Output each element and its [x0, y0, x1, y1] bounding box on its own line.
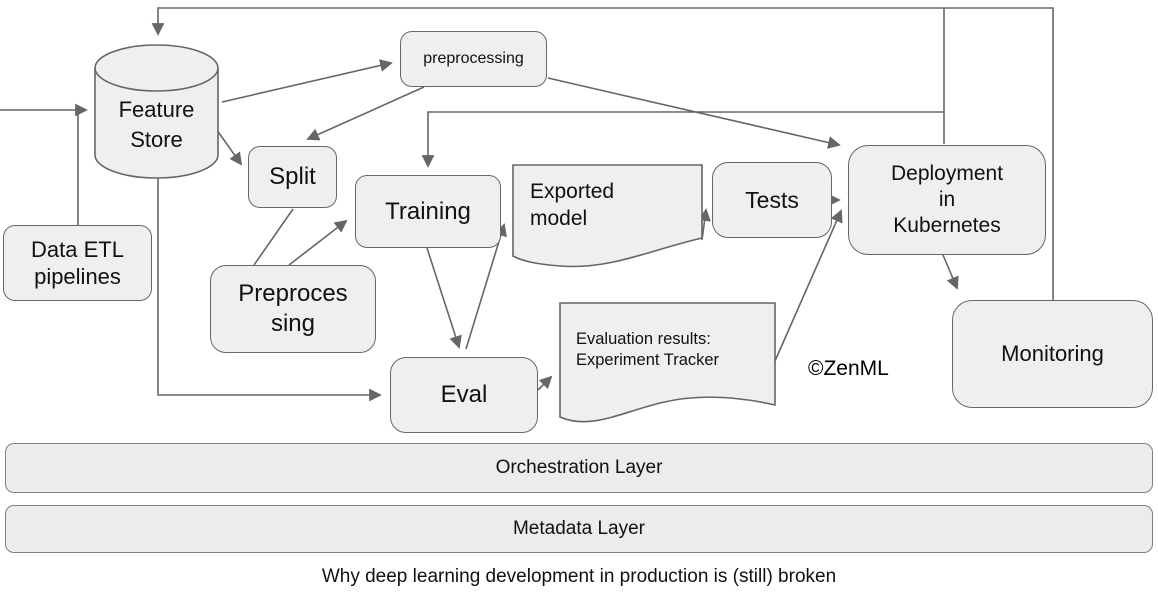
- node-split: Split: [248, 146, 337, 208]
- edge-eval-to-exported-model: [465, 223, 507, 350]
- node-preprocessing: preprocessing: [400, 31, 547, 87]
- edge-eval-results-to-deployment: [774, 209, 843, 362]
- edge-feature-store-to-eval: [157, 178, 382, 402]
- orchestration-layer-bar: Orchestration Layer: [5, 443, 1153, 493]
- node-monitoring: Monitoring: [952, 300, 1153, 408]
- node-monitoring-label: Monitoring: [1001, 341, 1104, 367]
- edge-training-to-eval: [426, 247, 462, 349]
- node-tests: Tests: [712, 162, 832, 238]
- node-eval-results-label: Evaluation results: Experiment Tracker: [576, 330, 720, 370]
- node-feature-store-label: Feature Store: [118, 97, 195, 152]
- orchestration-layer-label: Orchestration Layer: [495, 457, 663, 479]
- eval-results-doc-shape: [559, 302, 776, 423]
- metadata-layer-bar: Metadata Layer: [5, 505, 1153, 553]
- node-preprocessing-big-label: Preproces sing: [238, 280, 348, 337]
- diagram-caption: Why deep learning development in product…: [321, 566, 837, 587]
- edge-split-to-preprocessing-big: [253, 208, 294, 266]
- edge-preprocessing-to-deployment: [547, 77, 841, 149]
- node-tests-label: Tests: [745, 186, 799, 213]
- node-eval: Eval: [390, 357, 538, 433]
- edge-deployment-to-monitoring: [942, 254, 959, 290]
- node-training-label: Training: [385, 197, 471, 225]
- node-eval-label: Eval: [440, 381, 488, 408]
- node-split-label: Split: [269, 163, 316, 190]
- node-data-etl-pipelines-label: Data ETL pipelines: [31, 236, 124, 290]
- edge-preprocessing-to-split: [306, 86, 425, 141]
- node-training: Training: [355, 175, 501, 248]
- node-deployment-label: Deployment in Kubernetes: [890, 161, 1004, 238]
- edge-monitoring-to-feature-store: [151, 7, 1054, 300]
- node-data-etl-pipelines: Data ETL pipelines: [3, 225, 152, 301]
- edge-preprocessing-big-to-training: [288, 219, 348, 266]
- metadata-layer-label: Metadata Layer: [512, 518, 646, 540]
- node-preprocessing-big: Preproces sing: [210, 265, 376, 353]
- edge-deployment-to-training: [421, 111, 944, 168]
- exported-model-doc-shape: [512, 164, 703, 268]
- edge-feature-store-to-preprocessing: [221, 59, 393, 103]
- node-preprocessing-label: preprocessing: [423, 50, 524, 67]
- edge-eval-to-eval-results: [537, 375, 553, 391]
- node-deployment: Deployment in Kubernetes: [848, 145, 1046, 255]
- node-exported-model-label: Exported model: [530, 180, 615, 231]
- zenml-credit: ©ZenML: [808, 357, 889, 380]
- feature-store-cylinder: [94, 44, 219, 179]
